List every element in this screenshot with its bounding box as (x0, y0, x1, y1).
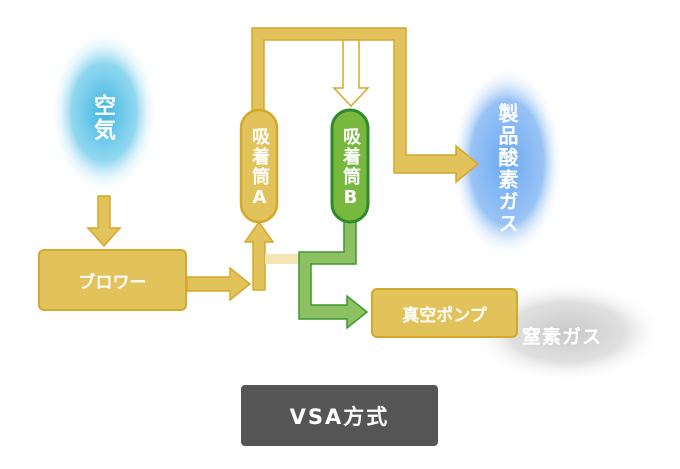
title-box: VSA方式 (241, 385, 438, 446)
blower-to-column-arrow (186, 266, 252, 302)
vacuum-pump-box: 真空ポンプ (371, 288, 518, 338)
nitrogen-label: 窒素ガス (522, 326, 603, 348)
column-a (239, 108, 279, 224)
air-to-blower-arrow (86, 195, 122, 248)
product-oxygen-cloud (451, 66, 563, 258)
feed-up-arrow (243, 220, 275, 291)
vacuum-pump-label: 真空ポンプ (402, 305, 487, 326)
blower-box: ブロワー (38, 249, 187, 311)
blower-label: ブロワー (78, 272, 147, 293)
product-oxygen-label: 製品酸素ガス (495, 103, 519, 235)
air-label: 空気 (90, 94, 115, 142)
air-cloud (50, 30, 158, 194)
feed-link-line (265, 254, 299, 264)
column-a-label: 吸着筒A (249, 126, 270, 210)
product-oxygen-pipe (251, 27, 480, 184)
column-b (330, 108, 370, 224)
purge-arrow (332, 39, 370, 108)
exhaust-pipe (298, 221, 369, 330)
nitrogen-cloud (471, 282, 663, 382)
column-b-label: 吸着筒B (340, 126, 361, 210)
diagram-title: VSA方式 (289, 404, 390, 429)
